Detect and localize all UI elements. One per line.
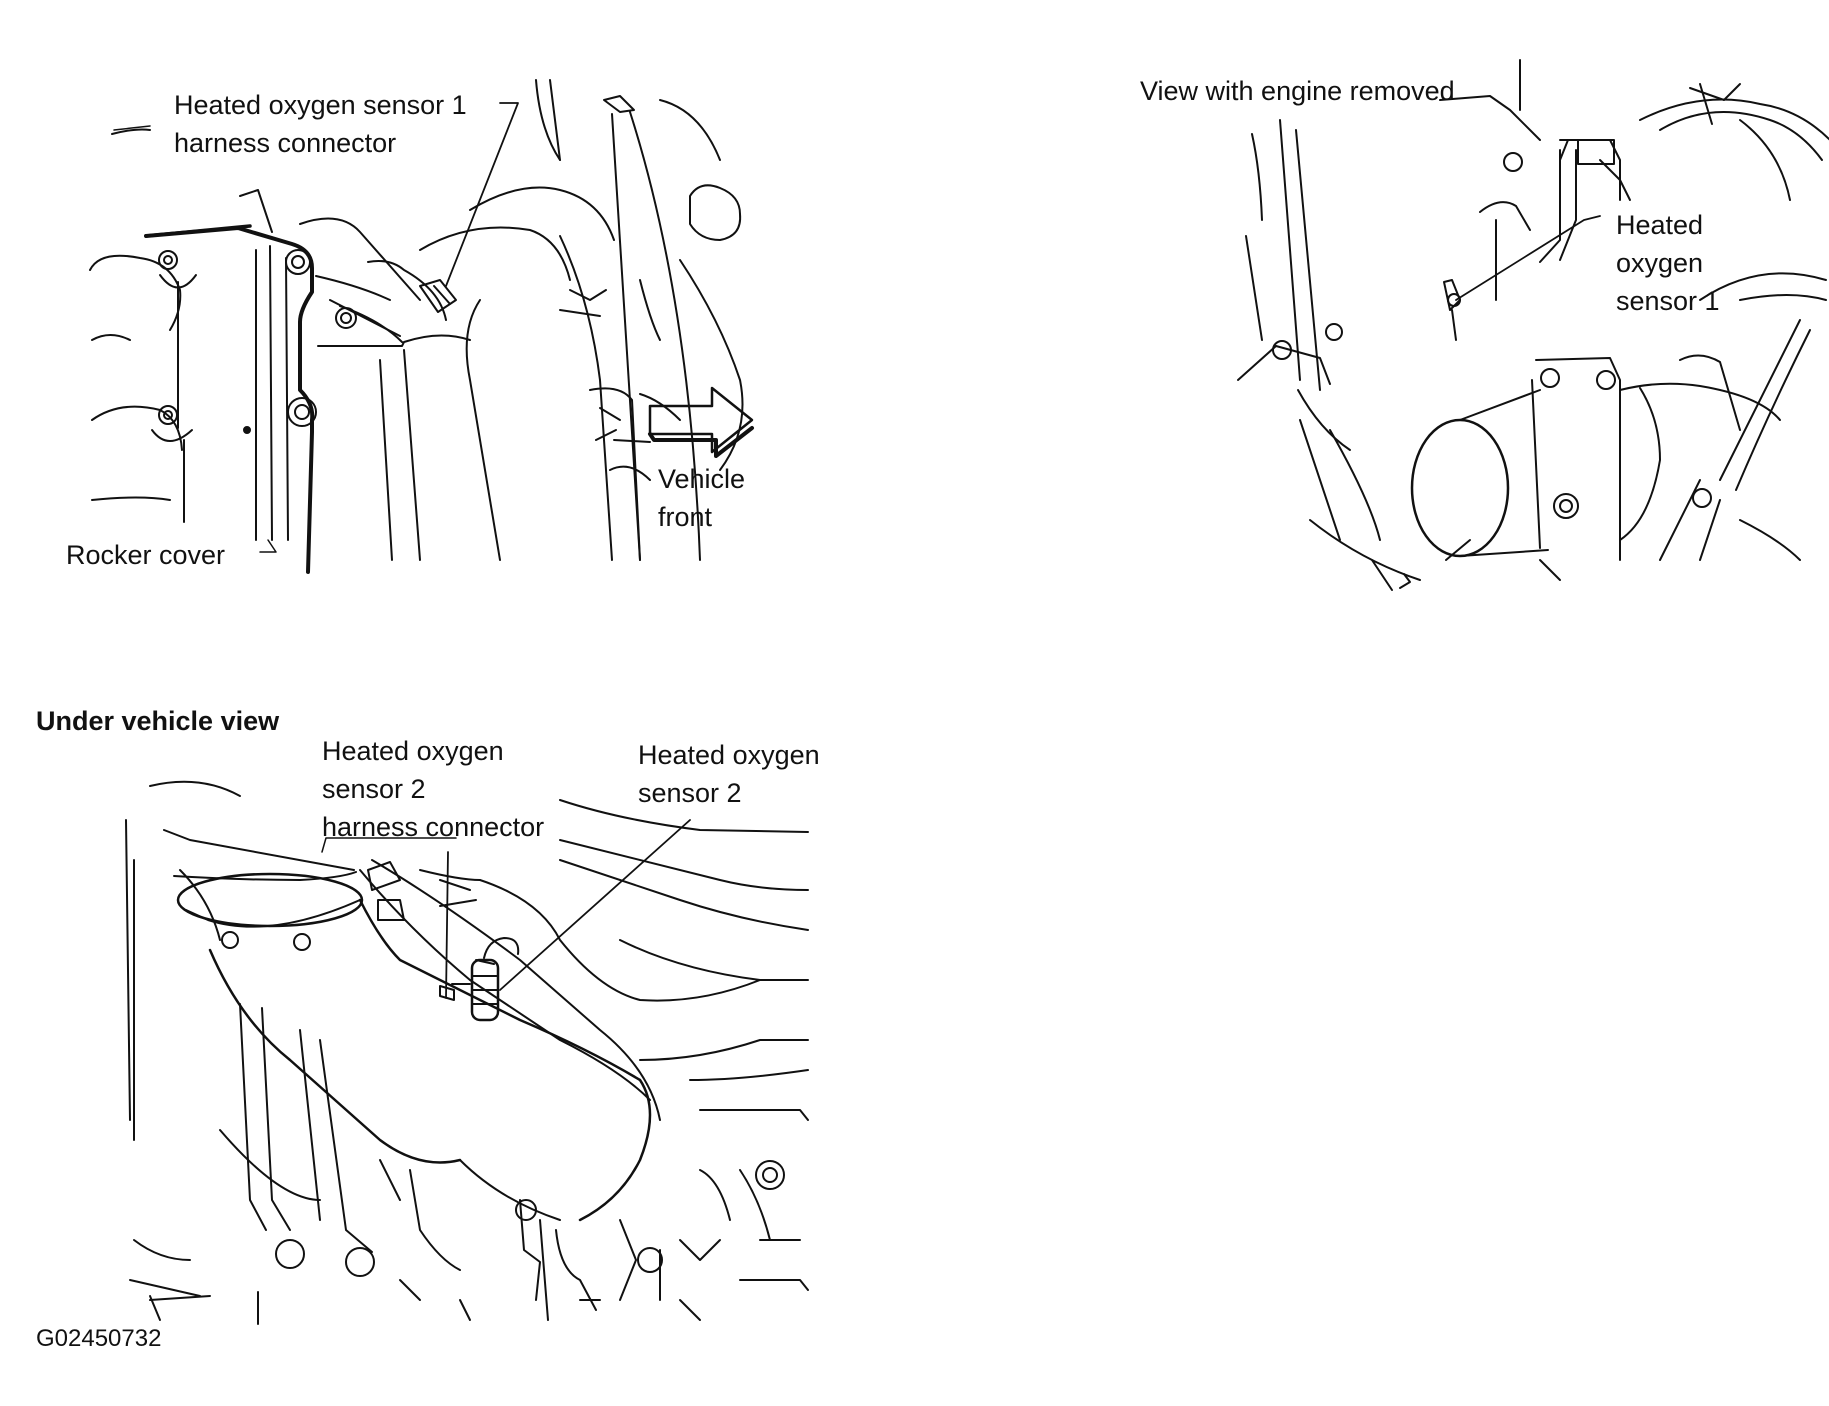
callout-hos1-connector-line2: harness connector: [174, 128, 397, 158]
callout-hos1-line3: sensor 1: [1616, 286, 1720, 316]
callout-hos2-connector-line3: harness connector: [322, 812, 545, 842]
callout-hos1-connector-line1: Heated oxygen sensor 1: [174, 90, 467, 120]
callout-hos2-connector-line1: Heated oxygen: [322, 736, 504, 766]
leader-lines-top-right: [1455, 215, 1601, 301]
figure-id: G02450732: [36, 1325, 162, 1352]
callout-hos2-line2: sensor 2: [638, 778, 742, 808]
under-vehicle-illustration: [125, 780, 809, 1325]
callout-hos1-line1: Heated: [1616, 210, 1704, 240]
callout-hos1-line2: oxygen: [1616, 248, 1704, 278]
callout-vehicle-front-line1: Vehicle: [658, 464, 746, 494]
callout-vehicle-front-line2: front: [658, 502, 713, 532]
callout-hos2-connector-line2: sensor 2: [322, 774, 426, 804]
leader-lines-bottom-left: [321, 819, 691, 999]
leader-lines-top-left: [113, 102, 519, 553]
heading-under-vehicle: Under vehicle view: [36, 706, 280, 736]
heading-engine-removed: View with engine removed: [1140, 76, 1455, 106]
callout-hos2-line1: Heated oxygen: [638, 740, 820, 770]
vehicle-front-arrow: [648, 386, 754, 458]
engine-removed-illustration: [1237, 59, 1829, 591]
callout-rocker-cover: Rocker cover: [66, 540, 226, 570]
engine-bay-illustration: [89, 79, 744, 574]
